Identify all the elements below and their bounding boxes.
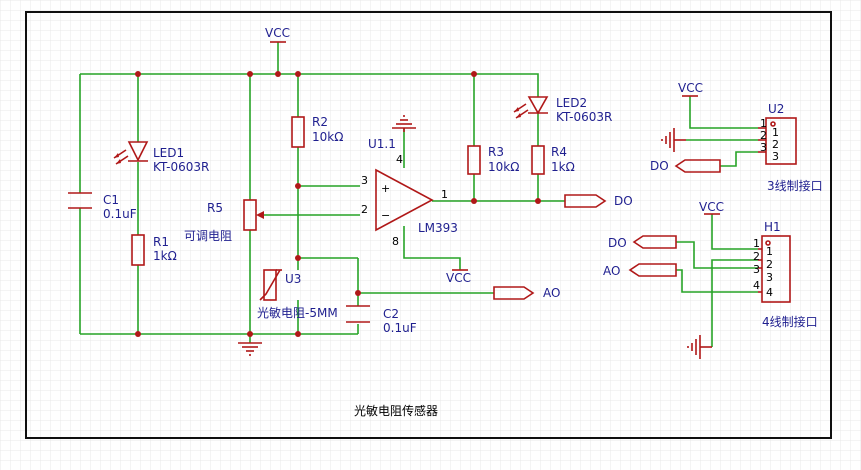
r2-label: R2 [312,115,328,129]
r5-desc: 可调电阻 [184,229,232,243]
op-minus-sign: − [381,209,390,222]
ground-u2 [661,128,686,152]
ground-op [392,115,416,132]
u2-label: U2 [768,102,784,116]
op-plus-sign: + [381,182,390,195]
led1-label: LED1 [153,146,184,160]
led2: LED2 KT-0603R [513,96,612,124]
op-pin-3: 3 [361,174,368,187]
h1-pin-3-outer: 3 [753,263,760,276]
r1-label: R1 [153,235,169,249]
u2-pin-2-outer: 2 [760,129,767,142]
h1-pin-3-inner: 3 [766,271,773,284]
led1: LED1 KT-0603R [113,141,209,174]
u2-pin-1-outer: 1 [760,117,767,130]
h1-pin-4-inner: 4 [766,286,773,299]
resistor-r1: R1 1kΩ [131,234,177,266]
vcc-h1: VCC [699,200,724,215]
u3-label: U3 [285,272,301,286]
op-pin-2: 2 [361,203,368,216]
capacitor-c1: C1 0.1uF [68,192,137,221]
vcc-h1-label: VCC [699,200,724,214]
h1-pin-1-outer: 1 [753,237,760,250]
net-flag-ao-out: AO [493,286,560,300]
u2-pin-3-outer: 3 [760,141,767,154]
op-pin-8: 8 [392,235,399,248]
vcc-u2-label: VCC [678,81,703,95]
resistor-r2: R2 10kΩ [291,115,343,148]
ao-h1-label: AO [603,264,620,278]
h1-pin-2-inner: 2 [766,258,773,271]
r4-value: 1kΩ [551,160,575,174]
c1-label: C1 [103,193,119,207]
vcc-op: VCC [446,269,471,285]
do-h1-label: DO [608,236,627,250]
r3-value: 10kΩ [488,160,519,174]
r1-value: 1kΩ [153,249,177,263]
net-flag-do-u2: DO [650,159,721,173]
c2-label: C2 [383,307,399,321]
resistor-r4: R4 1kΩ [531,145,575,175]
r3-label: R3 [488,145,504,159]
do-out-label: DO [614,194,633,208]
vcc-op-label: VCC [446,271,471,285]
u2-pin-3-inner: 3 [772,150,779,163]
frame-border [25,11,832,439]
connector-h1: 1 2 3 4 1 2 3 4 H1 4线制接口 [753,220,818,329]
ground-h1 [687,335,712,359]
led1-part: KT-0603R [153,160,209,174]
net-flag-do-h1: DO [608,235,677,250]
r2-value: 10kΩ [312,130,343,144]
h1-pin-1-inner: 1 [766,245,773,258]
h1-desc: 4线制接口 [762,314,818,329]
potentiometer-r5: R5 可调电阻 [184,199,264,243]
vcc-main: VCC [265,26,290,43]
ground-bottom [238,342,262,356]
net-flag-do-out: DO [564,194,633,208]
connector-u2: 1 2 3 1 2 3 U2 3线制接口 [758,102,823,193]
photoresistor-u3: U3 光敏电阻-5MM [257,269,338,320]
wires [79,42,758,347]
capacitor-c2: C2 0.1uF [346,305,417,335]
u2-desc: 3线制接口 [767,178,823,193]
do-u2-label: DO [650,159,669,173]
u3-desc: 光敏电阻-5MM [257,305,338,320]
net-flag-ao-h1: AO [603,263,677,278]
h1-pin-2-outer: 2 [753,250,760,263]
r4-label: R4 [551,145,567,159]
resistor-r3: R3 10kΩ [467,145,519,175]
vcc-main-label: VCC [265,26,290,40]
h1-pin-4-outer: 4 [753,279,760,292]
u2-pin-2-inner: 2 [772,138,779,151]
ao-out-label: AO [543,286,560,300]
vcc-u2: VCC [678,81,703,97]
led2-label: LED2 [556,96,587,110]
c2-value: 0.1uF [383,321,417,335]
led2-part: KT-0603R [556,110,612,124]
lm393-label: LM393 [418,221,458,235]
u2-pin-1-inner: 1 [772,126,779,139]
h1-label: H1 [764,220,781,234]
diagram-title: 光敏电阻传感器 [354,403,438,418]
u1-label: U1.1 [368,137,396,151]
junction-dots [135,71,541,337]
op-pin-4: 4 [396,153,403,166]
op-pin-1: 1 [441,188,448,201]
r5-label: R5 [207,201,223,215]
c1-value: 0.1uF [103,207,137,221]
comparator-u1: + − 3 2 1 4 8 U1.1 LM393 [361,137,458,248]
